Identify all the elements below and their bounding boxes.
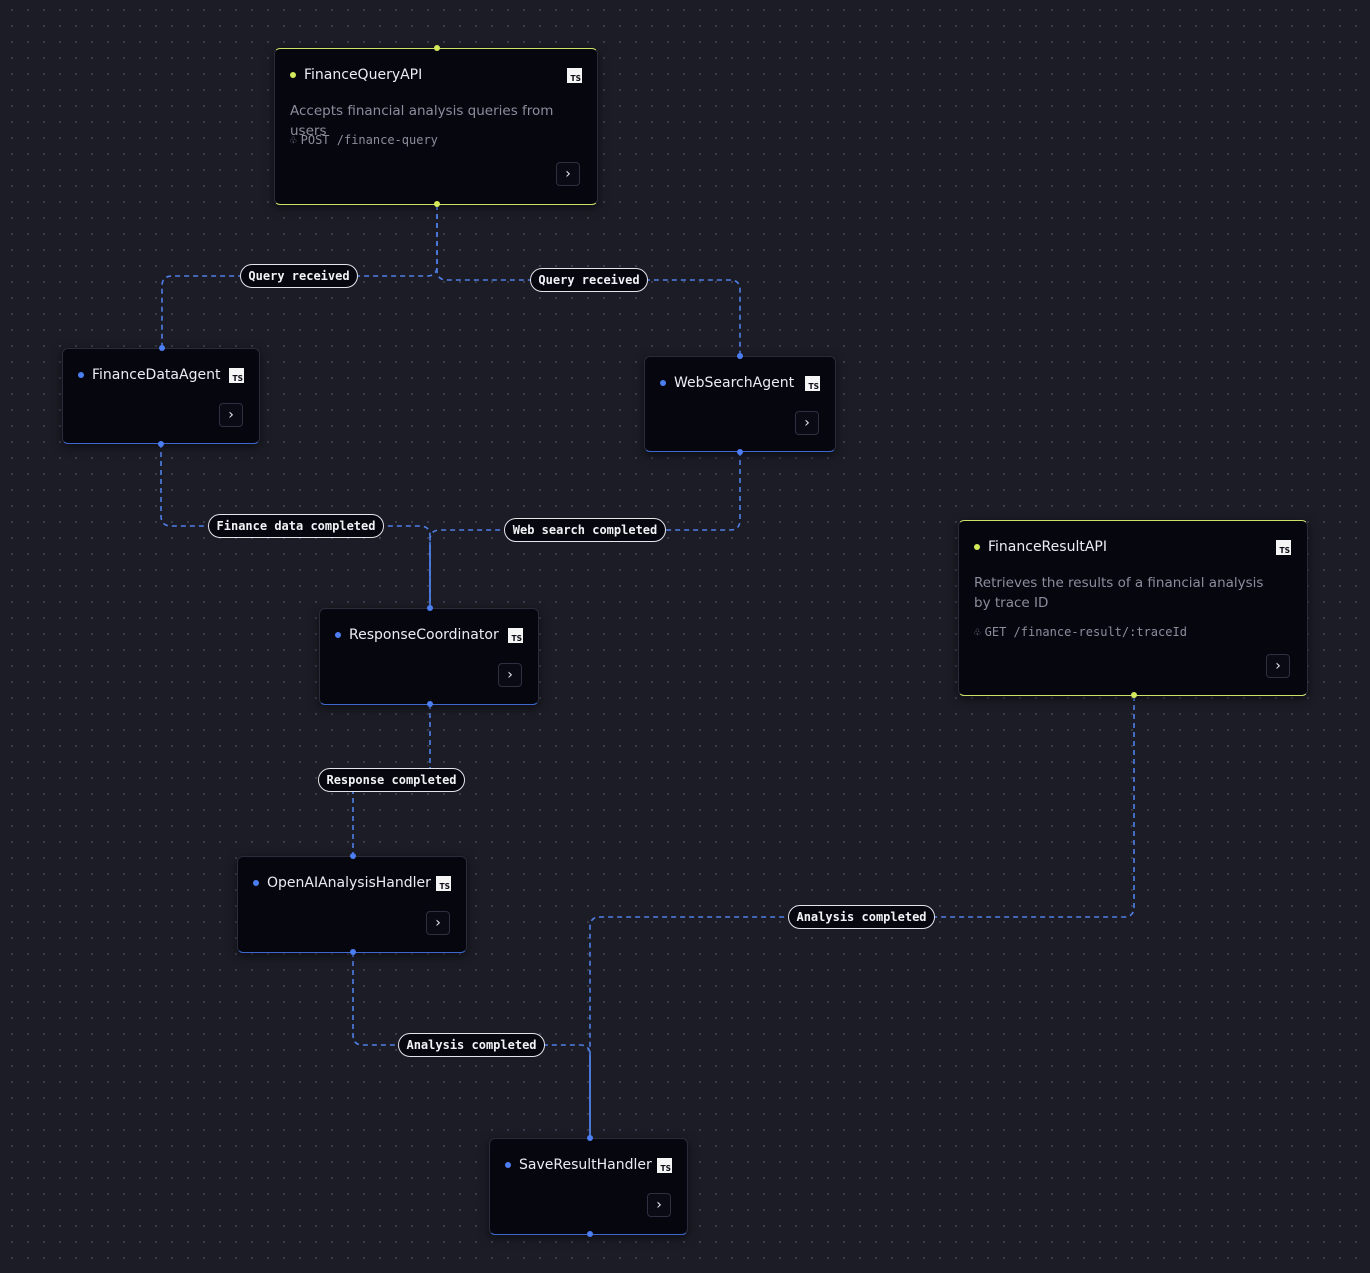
node-title: ResponseCoordinator [349, 627, 499, 643]
api-status-dot [290, 72, 296, 78]
expand-button[interactable]: › [556, 162, 580, 186]
node-web-search-agent[interactable]: WebSearchAgent TS › [644, 356, 836, 452]
edge-label-analysis-completed[interactable]: Analysis completed [788, 905, 935, 929]
expand-button[interactable]: › [1266, 654, 1290, 678]
webhook-icon: ♧ [290, 133, 297, 147]
output-handle[interactable] [737, 449, 743, 455]
chevron-right-icon: › [228, 407, 234, 423]
edge-label-query-received[interactable]: Query received [530, 268, 648, 292]
node-route: ♧ POST /finance-query [290, 133, 438, 147]
typescript-icon: TS [567, 68, 582, 83]
chevron-right-icon: › [1275, 658, 1281, 674]
typescript-icon: TS [508, 628, 523, 643]
node-header: FinanceDataAgent [78, 367, 220, 383]
event-status-dot [335, 632, 341, 638]
event-status-dot [253, 880, 259, 886]
input-handle[interactable] [434, 45, 440, 51]
input-handle[interactable] [737, 353, 743, 359]
node-save-result-handler[interactable]: SaveResultHandler TS › [489, 1138, 688, 1235]
node-header: WebSearchAgent [660, 375, 794, 391]
output-handle[interactable] [1131, 692, 1137, 698]
edge-label-analysis-completed[interactable]: Analysis completed [398, 1033, 545, 1057]
node-header: FinanceQueryAPI [290, 67, 422, 83]
output-handle[interactable] [427, 701, 433, 707]
chevron-right-icon: › [656, 1197, 662, 1213]
typescript-icon: TS [1276, 540, 1291, 555]
node-route: ♧ GET /finance-result/:traceId [974, 625, 1187, 639]
node-openai-analysis-handler[interactable]: OpenAIAnalysisHandler TS › [237, 856, 467, 953]
route-text: GET /finance-result/:traceId [984, 625, 1187, 639]
node-title: FinanceDataAgent [92, 367, 221, 383]
node-description: Accepts financial analysis queries from … [290, 103, 554, 139]
node-header: SaveResultHandler [505, 1157, 652, 1173]
event-status-dot [660, 380, 666, 386]
expand-button[interactable]: › [426, 911, 450, 935]
node-title: FinanceQueryAPI [304, 67, 423, 83]
input-handle[interactable] [427, 605, 433, 611]
node-title: WebSearchAgent [674, 375, 795, 391]
input-handle[interactable] [587, 1135, 593, 1141]
node-response-coordinator[interactable]: ResponseCoordinator TS › [319, 608, 539, 705]
typescript-icon: TS [657, 1158, 672, 1173]
output-handle[interactable] [350, 949, 356, 955]
input-handle[interactable] [159, 345, 165, 351]
typescript-icon: TS [805, 376, 820, 391]
node-header: ResponseCoordinator [335, 627, 499, 643]
chevron-right-icon: › [565, 166, 571, 182]
expand-button[interactable]: › [647, 1193, 671, 1217]
input-handle[interactable] [350, 853, 356, 859]
output-handle[interactable] [434, 201, 440, 207]
node-description: Retrieves the results of a financial ana… [974, 575, 1264, 611]
chevron-right-icon: › [804, 415, 810, 431]
node-finance-data-agent[interactable]: FinanceDataAgent TS › [62, 348, 260, 444]
edge-label-query-received[interactable]: Query received [240, 264, 358, 288]
typescript-icon: TS [229, 368, 244, 383]
edge-label-finance-data-completed[interactable]: Finance data completed [208, 514, 384, 538]
event-status-dot [505, 1162, 511, 1168]
expand-button[interactable]: › [219, 403, 243, 427]
chevron-right-icon: › [507, 667, 513, 683]
node-header: FinanceResultAPI [974, 539, 1107, 555]
typescript-icon: TS [436, 876, 451, 891]
node-title: FinanceResultAPI [988, 539, 1107, 555]
event-status-dot [78, 372, 84, 378]
node-title: SaveResultHandler [519, 1157, 652, 1173]
node-finance-query-api[interactable]: FinanceQueryAPI TS Accepts financial ana… [274, 48, 598, 205]
node-finance-result-api[interactable]: FinanceResultAPI TS Retrieves the result… [958, 520, 1308, 696]
chevron-right-icon: › [435, 915, 441, 931]
edge-label-response-completed[interactable]: Response completed [318, 768, 465, 792]
edge-label-web-search-completed[interactable]: Web search completed [504, 518, 666, 542]
node-header: OpenAIAnalysisHandler [253, 875, 431, 891]
edge-web-search-to-coordinator [429, 451, 741, 606]
route-text: POST /finance-query [300, 133, 438, 147]
expand-button[interactable]: › [795, 411, 819, 435]
output-handle[interactable] [587, 1231, 593, 1237]
output-handle[interactable] [158, 441, 164, 447]
api-status-dot [974, 544, 980, 550]
webhook-icon: ♧ [974, 625, 981, 639]
node-title: OpenAIAnalysisHandler [267, 875, 431, 891]
expand-button[interactable]: › [498, 663, 522, 687]
